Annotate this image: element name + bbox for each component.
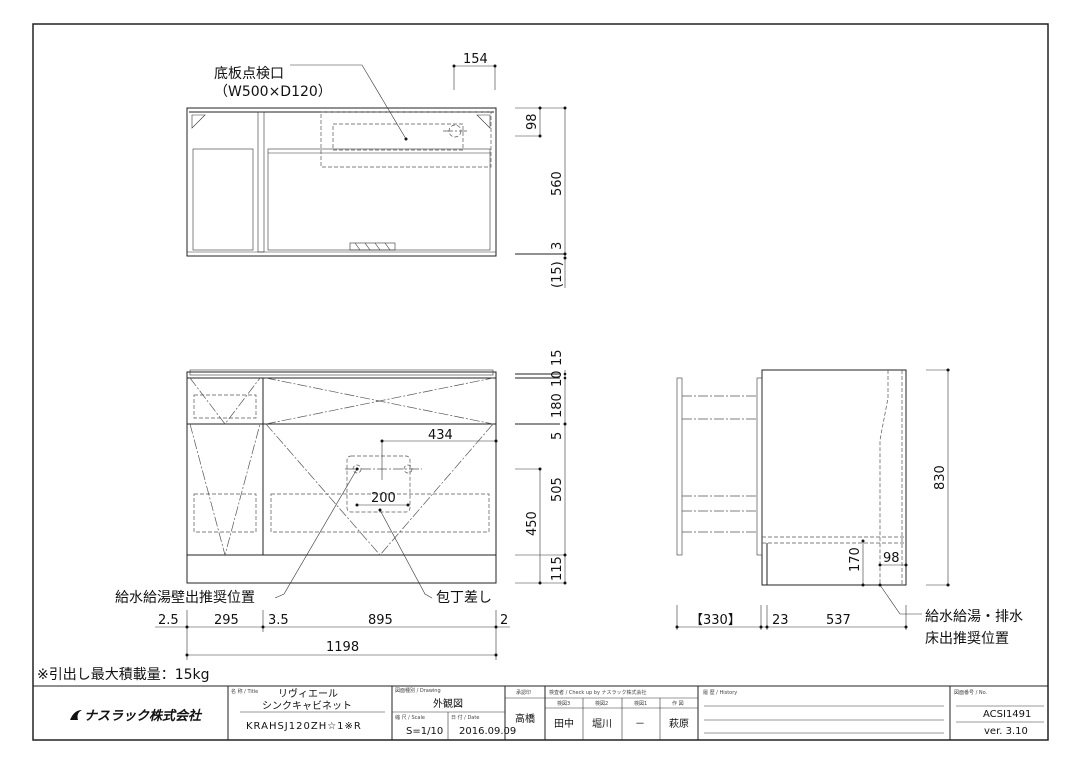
checker-name: 萩原: [669, 718, 689, 730]
max-load-note: ※引出し最大積載量：15kg: [37, 667, 210, 683]
scale-value: S=1/10: [406, 726, 443, 737]
company-name: ナスラック株式会社: [84, 708, 203, 724]
check-label: 検査者 / Check up by ナスラック株式会社: [549, 689, 647, 696]
top-view: 底板点検口 （W500×D120） 154 98 560 3 (15): [186, 52, 567, 288]
dim-895: 895: [368, 613, 393, 628]
checker-role: 検図3: [557, 700, 570, 707]
dim-200: 200: [371, 491, 396, 506]
sheet-border: [32, 23, 1049, 741]
date-label: 日 付 / Date: [451, 714, 479, 721]
floor-outlet-label-1: 給水給湯・排水: [925, 608, 1023, 625]
dim-434: 434: [428, 428, 453, 443]
approval-label: 承認印: [516, 689, 531, 696]
dim-10: 10: [550, 370, 565, 387]
title-label: 名 称 / Title: [231, 688, 258, 695]
dim-98-side: 98: [883, 551, 900, 566]
dim-3: 3: [550, 242, 565, 250]
dim-5: 5: [550, 432, 565, 440]
history-label: 履 歴 / History: [703, 690, 737, 696]
drawing-type: 外観図: [433, 697, 463, 710]
company-logo: ナスラック株式会社: [70, 708, 203, 724]
checker-name: 堀川: [592, 718, 612, 730]
knife-holder-label: 包丁差し: [436, 590, 492, 606]
dim-15: 15: [550, 349, 565, 366]
title-line1: リヴィエール: [278, 687, 338, 700]
checker-role: 検図2: [595, 700, 608, 707]
dim-23: 23: [772, 613, 789, 628]
dim-2: 2: [500, 613, 508, 628]
dim-450: 450: [525, 511, 540, 536]
side-view: 830 170 98 【330】 23 537 給水給湯・排水 床出推奨位置: [675, 368, 1023, 647]
front-view: 434 200 給水給湯壁出推奨位置 包丁差し 15 10 180 5 505 …: [115, 349, 567, 660]
dim-505: 505: [550, 477, 565, 502]
water-wall-outlet-label: 給水給湯壁出推奨位置: [115, 589, 255, 606]
dim-2-5: 2.5: [158, 613, 179, 628]
version: ver. 3.10: [984, 726, 1028, 737]
dim-830: 830: [933, 465, 948, 490]
dim-154: 154: [463, 52, 488, 67]
model-number: KRAHSJ120ZH☆1※R: [246, 721, 362, 732]
floor-outlet-label-2: 床出推奨位置: [925, 631, 1009, 647]
dim-115: 115: [550, 556, 565, 581]
approval-name: 高橋: [515, 712, 535, 725]
scale-label: 縮 尺 / Scale: [395, 714, 425, 721]
checker-role: 作 図: [672, 700, 684, 707]
checker-role: 検図1: [634, 700, 647, 707]
dim-537: 537: [826, 613, 851, 628]
checker-name: 田中: [554, 717, 574, 730]
title-block: ナスラック株式会社 名 称 / Title リヴィエール シンクキャビネット K…: [32, 685, 1049, 741]
checker-name: －: [635, 719, 645, 730]
title-line2: シンクキャビネット: [262, 700, 352, 712]
inspection-port-label: 底板点検口: [214, 66, 284, 82]
dim-180: 180: [550, 393, 565, 418]
dim-1198: 1198: [326, 640, 359, 655]
dim-330: 【330】: [690, 613, 741, 628]
dim-295: 295: [214, 613, 239, 628]
drawing-label: 図面種別 / Drawing: [395, 687, 441, 694]
drawing-number: ACSI1491: [983, 709, 1031, 720]
dim-15-paren: (15): [550, 261, 565, 288]
inspection-port-size: （W500×D120）: [214, 84, 332, 100]
dim-170: 170: [848, 547, 863, 572]
date-value: 2016.09.09: [459, 726, 516, 737]
number-label: 図面番号 / No.: [954, 689, 988, 696]
dim-98-top: 98: [525, 113, 540, 130]
dim-560: 560: [550, 171, 565, 196]
dim-3-5: 3.5: [268, 613, 289, 628]
